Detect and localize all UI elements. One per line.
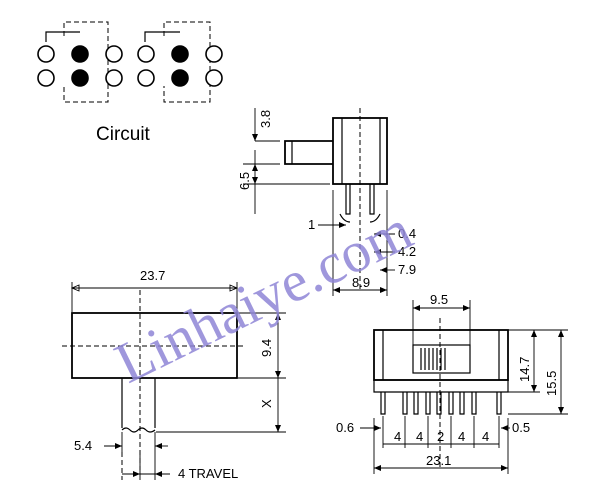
side-view: 3.8 6.5 1 0.4 4.2 7.9 8.9	[237, 108, 416, 296]
dim-label-23-1: 23.1	[426, 453, 451, 468]
dim-label-0-4: 0.4	[398, 226, 416, 241]
dim-label-14-7: 14.7	[517, 357, 532, 382]
circuit-pin	[137, 45, 155, 63]
dim-label-8-9: 8.9	[352, 275, 370, 290]
dim-label-15-5: 15.5	[544, 371, 559, 396]
front-view: 9.5	[336, 292, 568, 474]
actuator-break	[121, 427, 156, 433]
dim-label-pitch-b: 4	[416, 429, 423, 444]
circuit-pin	[105, 69, 123, 87]
circuit-pin	[71, 69, 89, 87]
circuit-dash-box-left	[63, 21, 109, 103]
circuit-pin	[37, 45, 55, 63]
front-pins	[380, 392, 502, 415]
dim-label-x: X	[259, 399, 274, 408]
dim-label-pitch-e: 4	[482, 429, 489, 444]
dim-label-0-5: 0.5	[512, 420, 530, 435]
circuit-dash-box-right	[163, 21, 211, 103]
dim-label-travel: 4 TRAVEL	[178, 466, 238, 481]
dim-label-9-4: 9.4	[259, 339, 274, 357]
dim-label-7-9: 7.9	[398, 262, 416, 277]
circuit-pin	[37, 69, 55, 87]
front-slider	[412, 344, 471, 374]
dim-label-4-2: 4.2	[398, 244, 416, 259]
dim-label-6-5: 6.5	[237, 172, 252, 190]
side-actuator	[284, 140, 333, 165]
actuator	[121, 378, 156, 428]
dim-label-3-8: 3.8	[258, 110, 273, 128]
dim-label-23-7: 23.7	[140, 268, 165, 283]
side-leg-left	[345, 184, 351, 215]
dim-label-5-4: 5.4	[74, 438, 92, 453]
dim-label-pitch-a: 4	[394, 429, 401, 444]
side-leg-right	[369, 184, 375, 215]
circuit-pin	[205, 45, 223, 63]
circuit-pin	[171, 69, 189, 87]
dim-label-0-6: 0.6	[336, 420, 354, 435]
top-view: 23.7 9.4 X 5.4 4 TRAVEL	[62, 268, 286, 481]
circuit-link-right	[144, 31, 180, 42]
circuit-pin	[137, 69, 155, 87]
circuit-link-left	[45, 31, 80, 42]
dim-label-pitch-c: 2	[437, 429, 444, 444]
circuit-diagram: Circuit	[37, 21, 223, 145]
dim-label-1: 1	[308, 217, 315, 232]
circuit-pin	[105, 45, 123, 63]
dim-label-9-5: 9.5	[430, 292, 448, 307]
circuit-title: Circuit	[96, 124, 151, 145]
slider-ridges	[420, 348, 446, 370]
dim-label-pitch-d: 4	[458, 429, 465, 444]
circuit-pin	[205, 69, 223, 87]
circuit-pin	[171, 45, 189, 63]
circuit-pin	[71, 45, 89, 63]
